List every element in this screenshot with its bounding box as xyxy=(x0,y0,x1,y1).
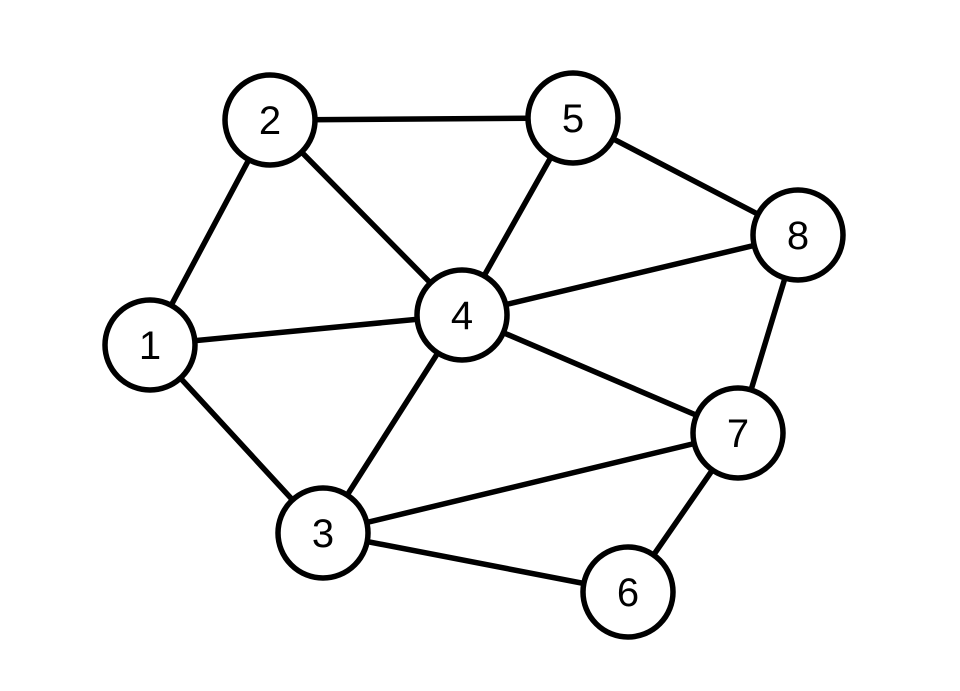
graph-node-3[interactable]: 3 xyxy=(275,485,371,581)
graph-node-4[interactable]: 4 xyxy=(414,267,510,363)
graph-node-8[interactable]: 8 xyxy=(750,187,846,283)
graph-node-circle-5[interactable] xyxy=(525,70,621,166)
graph-node-circle-1[interactable] xyxy=(102,297,198,393)
node-layer: 1 2 3 4 5 6 7 8 xyxy=(102,70,846,640)
graph-node-label-5: 5 xyxy=(562,97,584,141)
graph-node-circle-8[interactable] xyxy=(750,187,846,283)
graph-edge-4-7 xyxy=(459,312,741,436)
graph-node-6[interactable]: 6 xyxy=(580,544,676,640)
graph-node-label-6: 6 xyxy=(617,571,639,615)
graph-node-label-7: 7 xyxy=(727,412,749,456)
graph-node-circle-7[interactable] xyxy=(690,385,786,481)
graph-node-2[interactable]: 2 xyxy=(222,72,318,168)
graph-edge-2-5 xyxy=(267,115,576,123)
graph-node-circle-3[interactable] xyxy=(275,485,371,581)
graph-node-label-8: 8 xyxy=(787,214,809,258)
graph-node-7[interactable]: 7 xyxy=(690,385,786,481)
graph-edge-3-6 xyxy=(320,530,631,595)
graph-node-circle-6[interactable] xyxy=(580,544,676,640)
graph-node-5[interactable]: 5 xyxy=(525,70,621,166)
graph-node-label-4: 4 xyxy=(451,294,473,338)
graph-node-label-1: 1 xyxy=(139,324,161,368)
graph-node-label-2: 2 xyxy=(259,99,281,143)
graph-node-label-3: 3 xyxy=(312,512,334,556)
graph-edge-3-7 xyxy=(320,430,741,536)
graph-node-circle-2[interactable] xyxy=(222,72,318,168)
graph-node-1[interactable]: 1 xyxy=(102,297,198,393)
graph-edge-1-4 xyxy=(147,312,465,348)
graph-node-circle-4[interactable] xyxy=(414,267,510,363)
graph-edge-4-8 xyxy=(459,232,801,318)
